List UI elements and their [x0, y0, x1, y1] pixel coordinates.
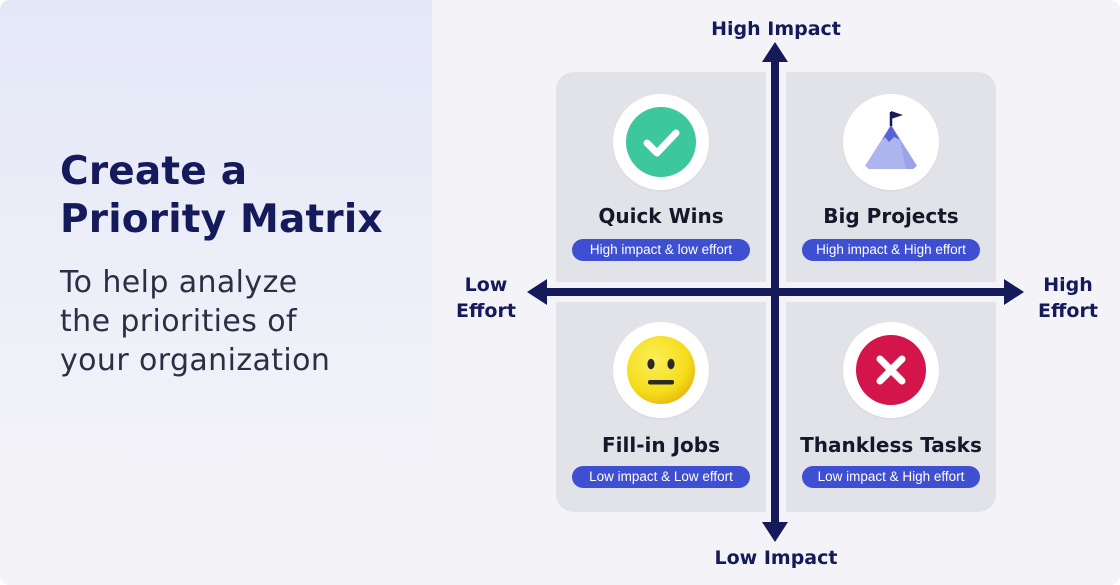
checkmark-icon [626, 107, 696, 177]
quadrant-big-projects: Big Projects High impact & High effort [786, 72, 996, 282]
quadrant-title: Big Projects [823, 204, 959, 228]
axis-label-line: Low [464, 274, 508, 296]
axis-label-line: Effort [1038, 300, 1098, 322]
quadrant-tag: High impact & High effort [802, 239, 980, 261]
subtitle-line-2: the priorities of [60, 304, 297, 339]
quadrant-title: Thankless Tasks [800, 433, 982, 457]
axis-label-line: Effort [456, 300, 516, 322]
quadrant-tag: High impact & low effort [572, 239, 750, 261]
title-line-2: Priority Matrix [60, 197, 383, 242]
subtitle-line-3: your organization [60, 343, 331, 378]
quadrant-tag: Low impact & Low effort [572, 466, 750, 488]
icon-badge [613, 322, 709, 418]
subtitle-line-1: To help analyze [60, 265, 298, 300]
axis-label-low-impact: Low Impact [714, 547, 838, 569]
icon-badge [843, 94, 939, 190]
axis-label-line: High [1043, 274, 1093, 296]
quadrant-thankless-tasks: Thankless Tasks Low impact & High effort [786, 302, 996, 512]
icon-badge [843, 322, 939, 418]
arrow-up-icon [762, 42, 788, 62]
cross-icon [856, 335, 926, 405]
neutral-face-icon [626, 335, 696, 405]
icon-badge [613, 94, 709, 190]
intro-panel: Create a Priority Matrix To help analyze… [0, 0, 432, 585]
arrow-left-icon [527, 279, 547, 305]
quadrant-title: Quick Wins [598, 204, 724, 228]
page-subtitle: To help analyze the priorities of your o… [60, 263, 430, 380]
page-title: Create a Priority Matrix [60, 148, 420, 244]
title-line-1: Create a [60, 149, 248, 194]
quadrant-fill-in-jobs: Fill-in Jobs Low impact & Low effort [556, 302, 766, 512]
mountain-flag-icon [856, 107, 926, 177]
quadrant-tag: Low impact & High effort [802, 466, 980, 488]
axis-label-high-effort: High Effort [1022, 272, 1114, 324]
quadrant-title: Fill-in Jobs [602, 433, 720, 457]
quadrant-quick-wins: Quick Wins High impact & low effort [556, 72, 766, 282]
arrow-right-icon [1004, 279, 1024, 305]
axis-label-high-impact: High Impact [711, 18, 841, 40]
axis-label-low-effort: Low Effort [440, 272, 532, 324]
arrow-down-icon [762, 522, 788, 542]
